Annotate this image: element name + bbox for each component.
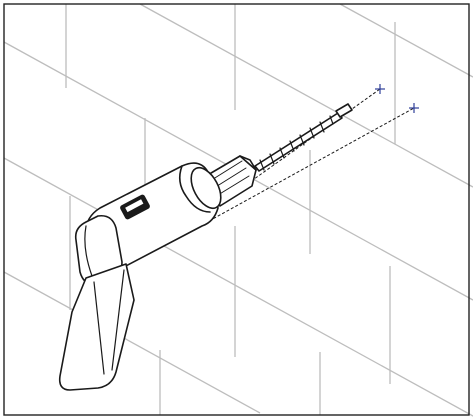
crosshair-icon [375,84,385,94]
brick-wall [3,3,473,417]
mortar-lines [3,3,473,417]
guide-line-lower [208,107,415,222]
guide-line-upper [242,88,381,188]
drill-bit [254,103,353,172]
drill-icon [58,103,353,391]
alignment-guides [208,88,415,222]
drill-handle [58,263,135,391]
drill-switch [120,194,150,220]
crosshair-icon [409,103,419,113]
diagram-frame [3,3,470,416]
